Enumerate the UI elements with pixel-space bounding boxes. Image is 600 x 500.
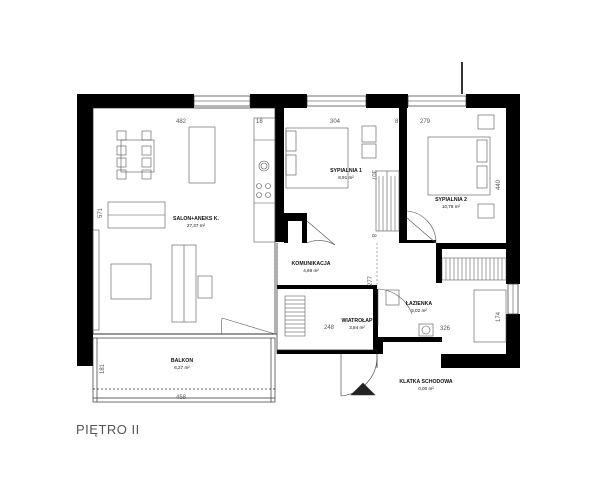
balcony bbox=[92, 337, 276, 403]
dim-bath-depth: 174 bbox=[496, 311, 502, 322]
bedroom2-furniture bbox=[406, 114, 495, 244]
wardrobes bbox=[284, 176, 507, 337]
room-name-bedroom2: SYPIALNIA 2 bbox=[435, 197, 467, 203]
room-area-lazienka: 5,02 m² bbox=[411, 308, 427, 313]
dim-bedroom2-depth: 440 bbox=[496, 179, 502, 190]
interior-walls bbox=[275, 108, 506, 354]
dim-gap-1: 18 bbox=[256, 119, 263, 125]
exterior-walls bbox=[77, 94, 520, 368]
room-name-komunikacja: KOMUNIKACJA bbox=[292, 261, 331, 267]
kitchen-furniture bbox=[92, 117, 276, 335]
dim-bedroom2-width: 279 bbox=[420, 119, 431, 125]
room-area-bedroom2: 10,78 m² bbox=[442, 204, 461, 209]
room-area-klatka: 0,00 m² bbox=[418, 386, 434, 391]
room-labels: SALON+ANEKS K. 27,37 m² SYPIALNIA 1 8,91… bbox=[171, 168, 467, 391]
thin-walls bbox=[92, 107, 378, 368]
window-sills bbox=[194, 100, 514, 314]
dim-gap-3: 8 bbox=[370, 234, 376, 238]
room-name-salon: SALON+ANEKS K. bbox=[173, 216, 220, 222]
room-name-bedroom1: SYPIALNIA 1 bbox=[330, 168, 362, 174]
room-area-komunikacja: 4,69 m² bbox=[303, 268, 319, 273]
room-area-balkon: 6,27 m² bbox=[174, 365, 190, 370]
dashed-openings bbox=[276, 243, 378, 285]
room-area-wiatrolap: 3,84 m² bbox=[349, 325, 365, 330]
bedroom1-furniture bbox=[285, 125, 400, 246]
room-area-salon: 27,37 m² bbox=[187, 223, 206, 228]
dim-hall-depth: 277 bbox=[368, 275, 374, 286]
room-name-lazienka: ŁAZIENKA bbox=[406, 301, 432, 307]
room-area-bedroom1: 8,91 m² bbox=[338, 175, 354, 180]
dim-bath-width: 326 bbox=[440, 326, 451, 332]
windows bbox=[193, 95, 519, 315]
dim-salon-width: 482 bbox=[176, 119, 187, 125]
dim-balcony-width: 458 bbox=[176, 395, 187, 401]
dim-vestibule-width: 248 bbox=[324, 325, 335, 331]
entrance bbox=[340, 354, 378, 397]
dim-balcony-depth: 181 bbox=[100, 363, 106, 374]
room-name-balkon: BALKON bbox=[171, 358, 193, 364]
dim-bedroom1-depth: 307 bbox=[370, 170, 376, 181]
bathroom-fixtures bbox=[377, 288, 507, 343]
dim-salon-depth: 571 bbox=[98, 207, 104, 218]
floor-label: PIĘTRO II bbox=[76, 422, 140, 437]
dim-bedroom1-width: 304 bbox=[330, 119, 341, 125]
dim-gap-2: 8 bbox=[395, 119, 399, 125]
dimension-labels: 482 18 304 8 279 571 307 8 440 277 326 1… bbox=[98, 119, 502, 401]
room-name-klatka: KLATKA SCHODOWA bbox=[399, 379, 453, 385]
room-name-wiatrolap: WIATROŁAP bbox=[341, 318, 373, 324]
